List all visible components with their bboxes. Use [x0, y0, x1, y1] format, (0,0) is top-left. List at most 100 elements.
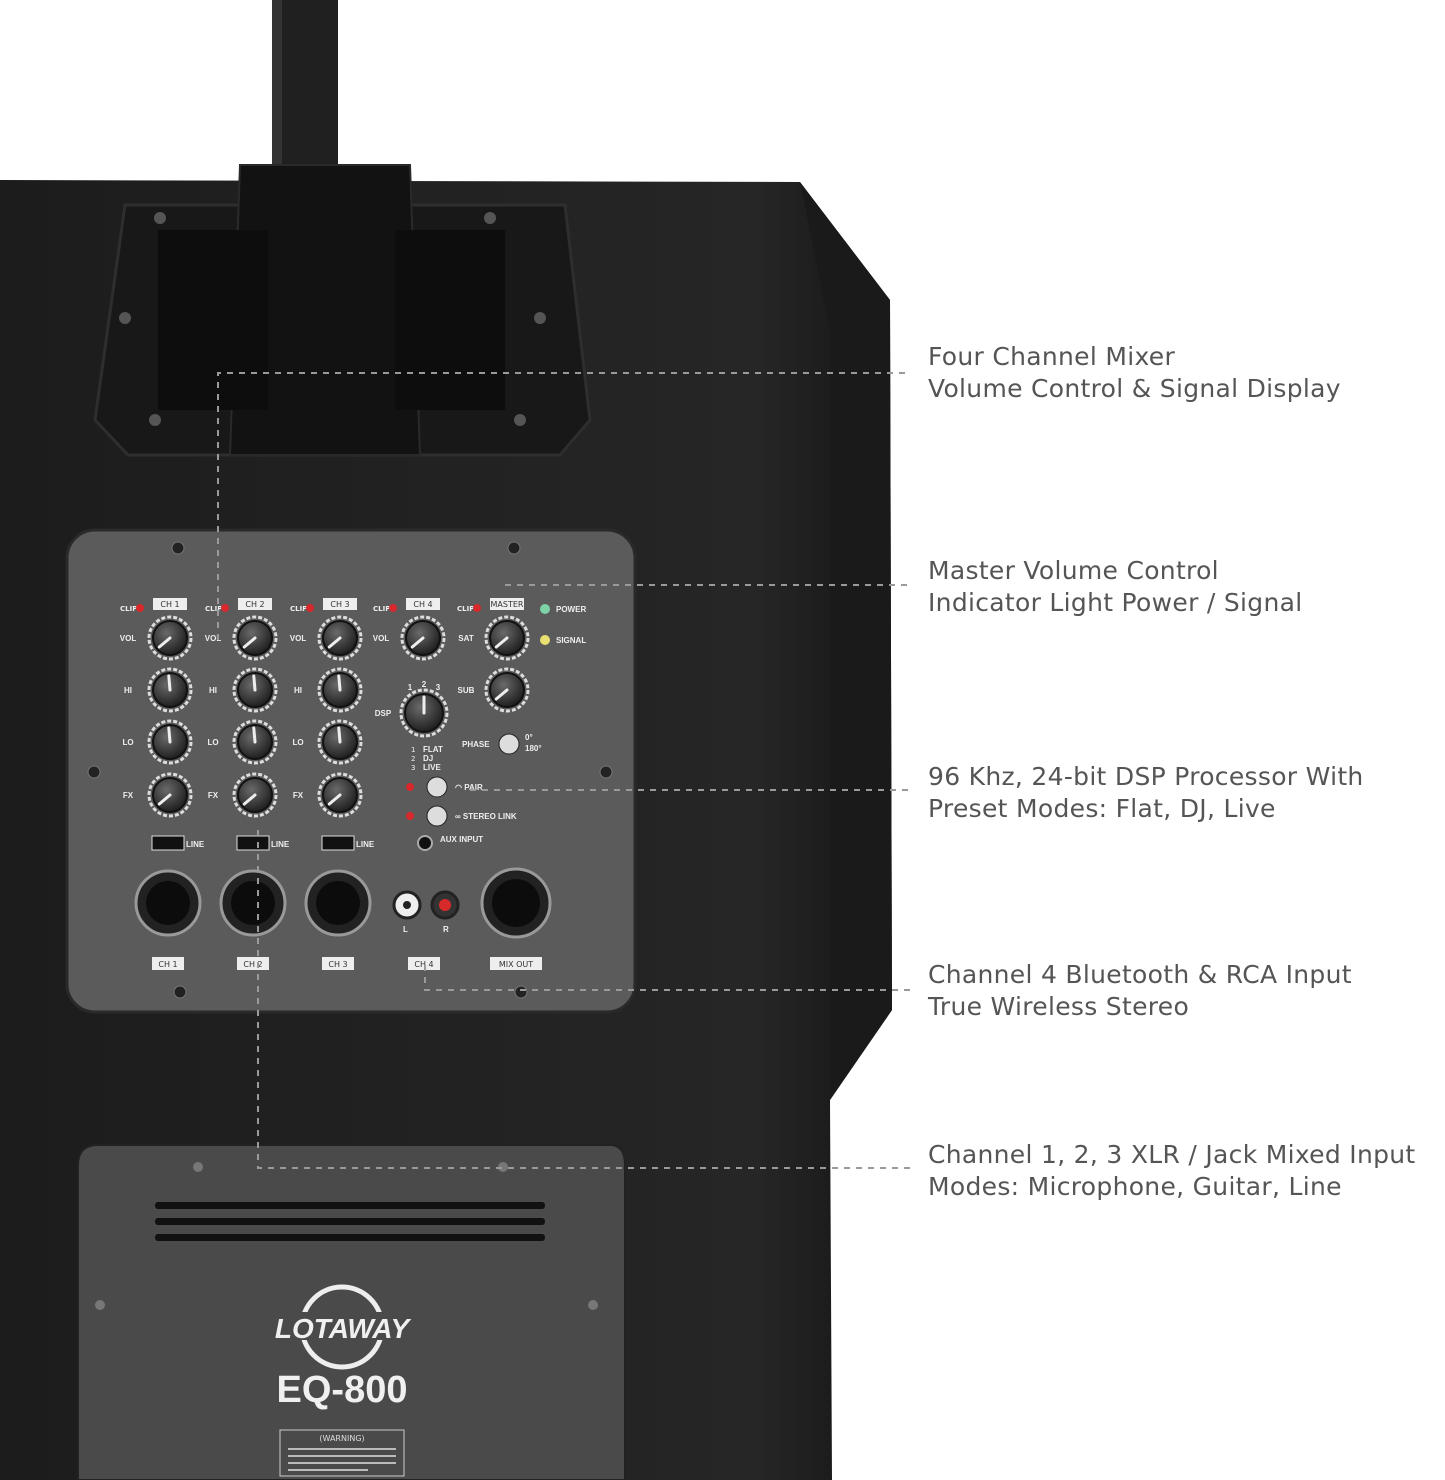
- knob-label: HI: [124, 686, 132, 695]
- knob-ch3-lo-scale: [317, 719, 363, 765]
- knob-ch1-vol-indicator: [157, 636, 172, 649]
- power-label: POWER: [556, 605, 586, 614]
- speaker-pole: [272, 0, 338, 180]
- clip-led: [136, 604, 144, 612]
- channel-label: CH 1: [160, 600, 179, 609]
- bottom-label: CH 2: [243, 960, 262, 969]
- line-label: LINE: [186, 840, 205, 849]
- input-mode-switch[interactable]: [236, 835, 270, 851]
- knob-master-sat-indicator: [494, 636, 509, 649]
- clip-label: CLIP: [457, 605, 474, 613]
- xlr-jack-hole: [146, 881, 190, 925]
- knob-label: FX: [123, 791, 134, 800]
- aux-input-label: AUX INPUT: [440, 835, 483, 844]
- knob-master-sub-indicator: [494, 688, 509, 701]
- channel-label-box: [238, 598, 272, 610]
- dsp-number: 1: [411, 746, 415, 754]
- phase-option: 180°: [525, 744, 542, 753]
- bottom-label: CH 3: [328, 960, 347, 969]
- knob-label: VOL: [373, 634, 390, 643]
- panel-screw: [87, 765, 101, 779]
- knob-ch1-lo-indicator: [167, 726, 172, 744]
- stereo-link-button[interactable]: [426, 805, 448, 827]
- channel-label: CH 2: [245, 600, 264, 609]
- pair-label: ◠ PAIR: [455, 783, 483, 792]
- knob-label: VOL: [290, 634, 307, 643]
- channel-label: CH 3: [330, 600, 349, 609]
- knob-ch2-vol-indicator: [242, 636, 257, 649]
- bottom-label-box: [152, 957, 184, 970]
- bottom-label: MIX OUT: [499, 960, 533, 969]
- clip-label: CLIP: [120, 605, 137, 613]
- channel-label: CH 4: [413, 600, 432, 609]
- knob-ch2-fx-scale: [232, 772, 278, 818]
- panel-screw: [507, 541, 521, 555]
- panel-screw: [171, 541, 185, 555]
- signal-label: SIGNAL: [556, 636, 586, 645]
- rca-left-label: L: [403, 925, 408, 934]
- channel-label: MASTER: [491, 600, 524, 609]
- clip-led: [306, 604, 314, 612]
- pair-button[interactable]: [426, 776, 448, 798]
- panel-screw: [514, 985, 528, 999]
- knob-ch3-hi-indicator: [337, 674, 342, 692]
- line-label: LINE: [271, 840, 290, 849]
- knob-label: FX: [208, 791, 219, 800]
- clip-label: CLIP: [373, 605, 390, 613]
- knob-master-sat-scale: [484, 615, 530, 661]
- knob-ch3-fx-indicator: [327, 793, 342, 806]
- knob-label: LO: [207, 738, 218, 747]
- clip-led: [221, 604, 229, 612]
- phase-button[interactable]: [498, 733, 520, 755]
- knob-ch2-hi-indicator: [252, 674, 257, 692]
- rca-left-pin: [403, 901, 411, 909]
- dsp-label: DSP: [375, 709, 392, 718]
- bottom-label: CH 4: [414, 960, 433, 969]
- stereo-link-label: ∞ STEREO LINK: [455, 812, 517, 821]
- knob-ch2-fx-indicator: [242, 793, 257, 806]
- phase-option: 0°: [525, 733, 533, 742]
- model-name: EQ-800: [277, 1369, 408, 1411]
- knob-ch3-fx-scale: [317, 772, 363, 818]
- input-mode-switch[interactable]: [151, 835, 185, 851]
- signal-led: [540, 635, 550, 645]
- knob-ch1-vol-scale: [147, 615, 193, 661]
- knob-label: LO: [122, 738, 133, 747]
- svg-text:LOTAWAY: LOTAWAY: [275, 1313, 412, 1344]
- dsp-position: 3: [436, 683, 441, 692]
- dsp-number: 2: [411, 755, 415, 763]
- knob-ch1-fx-indicator: [157, 793, 172, 806]
- clip-led: [389, 604, 397, 612]
- svg-text:(WARNING): (WARNING): [319, 1434, 364, 1443]
- knob-label: VOL: [205, 634, 222, 643]
- bottom-label-box: [322, 957, 354, 970]
- rca-right-ring: [439, 899, 451, 911]
- input-mode-switch[interactable]: [321, 835, 355, 851]
- knob-ch1-hi-scale: [147, 667, 193, 713]
- knob-label: HI: [209, 686, 217, 695]
- dsp-mode: FLAT: [423, 745, 443, 754]
- dsp-number: 3: [411, 764, 415, 772]
- xlr-jack-hole: [316, 881, 360, 925]
- clip-label: CLIP: [290, 605, 307, 613]
- knob-label: LO: [292, 738, 303, 747]
- channel-label-box: [153, 598, 187, 610]
- vent-slots: [155, 1202, 545, 1241]
- power-led: [540, 604, 550, 614]
- bottom-label-box: [408, 957, 440, 970]
- phase-label: PHASE: [462, 740, 490, 749]
- clip-label: CLIP: [205, 605, 222, 613]
- callout-lines: [217, 372, 910, 1169]
- knob-ch1-lo-scale: [147, 719, 193, 765]
- knob-ch1-fx-scale: [147, 772, 193, 818]
- channel-label-box: [490, 598, 524, 610]
- knob-label: HI: [294, 686, 302, 695]
- knob-ch3-hi-scale: [317, 667, 363, 713]
- aux-input-jack[interactable]: [417, 835, 433, 851]
- channel-label-box: [406, 598, 440, 610]
- xlr-jack-hole: [231, 881, 275, 925]
